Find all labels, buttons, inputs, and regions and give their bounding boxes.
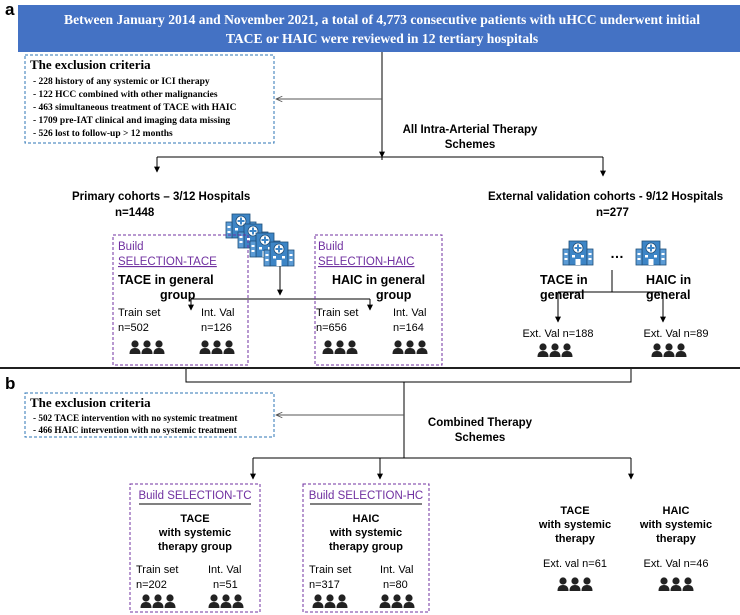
people-icon-haic-intval bbox=[393, 340, 428, 354]
people-icon-hc-intval bbox=[380, 594, 415, 608]
hospital-icon-ext-right bbox=[635, 240, 667, 266]
exclusion-item-a-5: - 526 lost to follow-up > 12 months bbox=[33, 129, 173, 139]
ext-haic-count: Ext. Val n=89 bbox=[644, 328, 709, 340]
build-tace-line-1: Build bbox=[118, 241, 144, 253]
exclusion-box-a: The exclusion criteria - 228 history of … bbox=[24, 54, 275, 144]
exclusion-box-b: The exclusion criteria - 502 TACE interv… bbox=[24, 392, 275, 438]
tace-train-n: n=502 bbox=[118, 322, 149, 334]
people-icon-tace-train bbox=[130, 340, 165, 354]
ext-haic-general-1: HAIC in bbox=[646, 273, 691, 287]
ext-tc-group-3: therapy bbox=[555, 533, 596, 545]
ext-hc-count: Ext. Val n=46 bbox=[644, 558, 709, 570]
people-icon-tc-train bbox=[141, 594, 176, 608]
tc-train-label: Train set bbox=[136, 564, 178, 576]
people-icon-tc-intval bbox=[209, 594, 244, 608]
divider-lines bbox=[0, 367, 740, 458]
haic-general-group-2: group bbox=[376, 288, 412, 302]
hc-train-label: Train set bbox=[309, 564, 351, 576]
hospital-ellipsis: … bbox=[610, 245, 624, 261]
exclusion-item-a-1: - 228 history of any systemic or ICI the… bbox=[33, 77, 210, 87]
exclusion-title-a: The exclusion criteria bbox=[30, 57, 151, 72]
scheme-label-a-2: Schemes bbox=[445, 139, 496, 151]
haic-train-n: n=656 bbox=[316, 322, 347, 334]
build-tace-line-2: SELECTION-TACE bbox=[118, 256, 217, 268]
hc-intval-n: n=80 bbox=[383, 579, 408, 591]
flow-lines-a bbox=[154, 52, 666, 323]
exclusion-item-a-2: - 122 HCC combined with other malignanci… bbox=[33, 90, 218, 100]
ext-tace-general-2: general bbox=[540, 288, 584, 302]
haic-general-group-1: HAIC in general bbox=[332, 273, 425, 287]
tace-intval-label: Int. Val bbox=[201, 307, 234, 319]
scheme-label-b-1: Combined Therapy bbox=[428, 417, 533, 429]
people-icon-ext-tace bbox=[538, 343, 573, 357]
people-icon-tace-intval bbox=[200, 340, 235, 354]
hc-group-3: therapy group bbox=[329, 541, 403, 553]
scheme-label-b-2: Schemes bbox=[455, 432, 506, 444]
hc-group-1: HAIC bbox=[353, 513, 380, 525]
build-selection-haic-box: Build SELECTION-HAIC HAIC in general gro… bbox=[314, 234, 443, 366]
tc-intval-n: n=51 bbox=[213, 579, 238, 591]
tace-train-label: Train set bbox=[118, 307, 160, 319]
tc-train-n: n=202 bbox=[136, 579, 167, 591]
primary-cohort-n: n=1448 bbox=[115, 207, 155, 219]
ext-tace-count: Ext. Val n=188 bbox=[522, 328, 593, 340]
haic-intval-n: n=164 bbox=[393, 322, 424, 334]
ext-hc-group-3: therapy bbox=[656, 533, 697, 545]
tc-group-2: with systemic bbox=[158, 527, 231, 539]
tace-general-group-2: group bbox=[160, 288, 196, 302]
build-hc-title: Build SELECTION-HC bbox=[309, 490, 423, 502]
scheme-label-a-1: All Intra-Arterial Therapy bbox=[403, 124, 538, 136]
header-box: Between January 2014 and November 2021, … bbox=[18, 5, 740, 52]
tc-group-1: TACE bbox=[180, 513, 209, 525]
hc-intval-label: Int. Val bbox=[380, 564, 413, 576]
people-icon-haic-train bbox=[323, 340, 358, 354]
flow-lines-b bbox=[250, 415, 634, 480]
hospital-icon-stack bbox=[225, 213, 295, 267]
header-line-1: Between January 2014 and November 2021, … bbox=[64, 12, 700, 27]
header-line-2: TACE or HAIC were reviewed in 12 tertiar… bbox=[226, 31, 538, 46]
ext-tc-group-2: with systemic bbox=[538, 519, 611, 531]
haic-train-label: Train set bbox=[316, 307, 358, 319]
exclusion-item-b-2: - 466 HAIC intervention with no systemic… bbox=[33, 425, 238, 435]
ext-tc-count: Ext. val n=61 bbox=[543, 558, 607, 570]
hc-train-n: n=317 bbox=[309, 579, 340, 591]
tc-intval-label: Int. Val bbox=[208, 564, 241, 576]
ext-hc-group-2: with systemic bbox=[639, 519, 712, 531]
exclusion-title-b: The exclusion criteria bbox=[30, 395, 151, 410]
people-icon-hc-train bbox=[313, 594, 348, 608]
haic-intval-label: Int. Val bbox=[393, 307, 426, 319]
panel-b-label: b bbox=[5, 374, 15, 393]
build-haic-line-1: Build bbox=[318, 241, 344, 253]
tc-group-3: therapy group bbox=[158, 541, 232, 553]
external-cohort-n: n=277 bbox=[596, 207, 629, 219]
build-tc-title: Build SELECTION-TC bbox=[138, 490, 251, 502]
ext-tace-general-1: TACE in bbox=[540, 273, 588, 287]
ext-tc-group-1: TACE bbox=[560, 505, 589, 517]
exclusion-item-a-4: - 1709 pre-IAT clinical and imaging data… bbox=[33, 116, 230, 126]
exclusion-item-b-1: - 502 TACE intervention with no systemic… bbox=[33, 413, 238, 423]
people-icon-ext-haic bbox=[652, 343, 687, 357]
exclusion-item-a-3: - 463 simultaneous treatment of TACE wit… bbox=[33, 103, 237, 113]
hc-group-2: with systemic bbox=[329, 527, 402, 539]
tace-general-group-1: TACE in general bbox=[118, 273, 214, 287]
build-haic-line-2: SELECTION-HAIC bbox=[318, 256, 415, 268]
ext-haic-general-2: general bbox=[646, 288, 690, 302]
tace-intval-n: n=126 bbox=[201, 322, 232, 334]
external-cohort-title: External validation cohorts - 9/12 Hospi… bbox=[488, 191, 723, 203]
build-selection-tace-box: Build SELECTION-TACE TACE in general gro… bbox=[112, 234, 249, 366]
build-selection-hc-box: Build SELECTION-HC HAIC with systemic th… bbox=[302, 483, 430, 613]
ext-hc-group-1: HAIC bbox=[663, 505, 690, 517]
primary-cohort-title: Primary cohorts – 3/12 Hospitals bbox=[72, 191, 250, 203]
people-icon-ext-tc bbox=[558, 577, 593, 591]
people-icon-ext-hc bbox=[659, 577, 694, 591]
build-selection-tc-box: Build SELECTION-TC TACE with systemic th… bbox=[129, 483, 261, 613]
hospital-icon-ext-left bbox=[562, 240, 594, 266]
panel-a-label: a bbox=[5, 0, 15, 19]
